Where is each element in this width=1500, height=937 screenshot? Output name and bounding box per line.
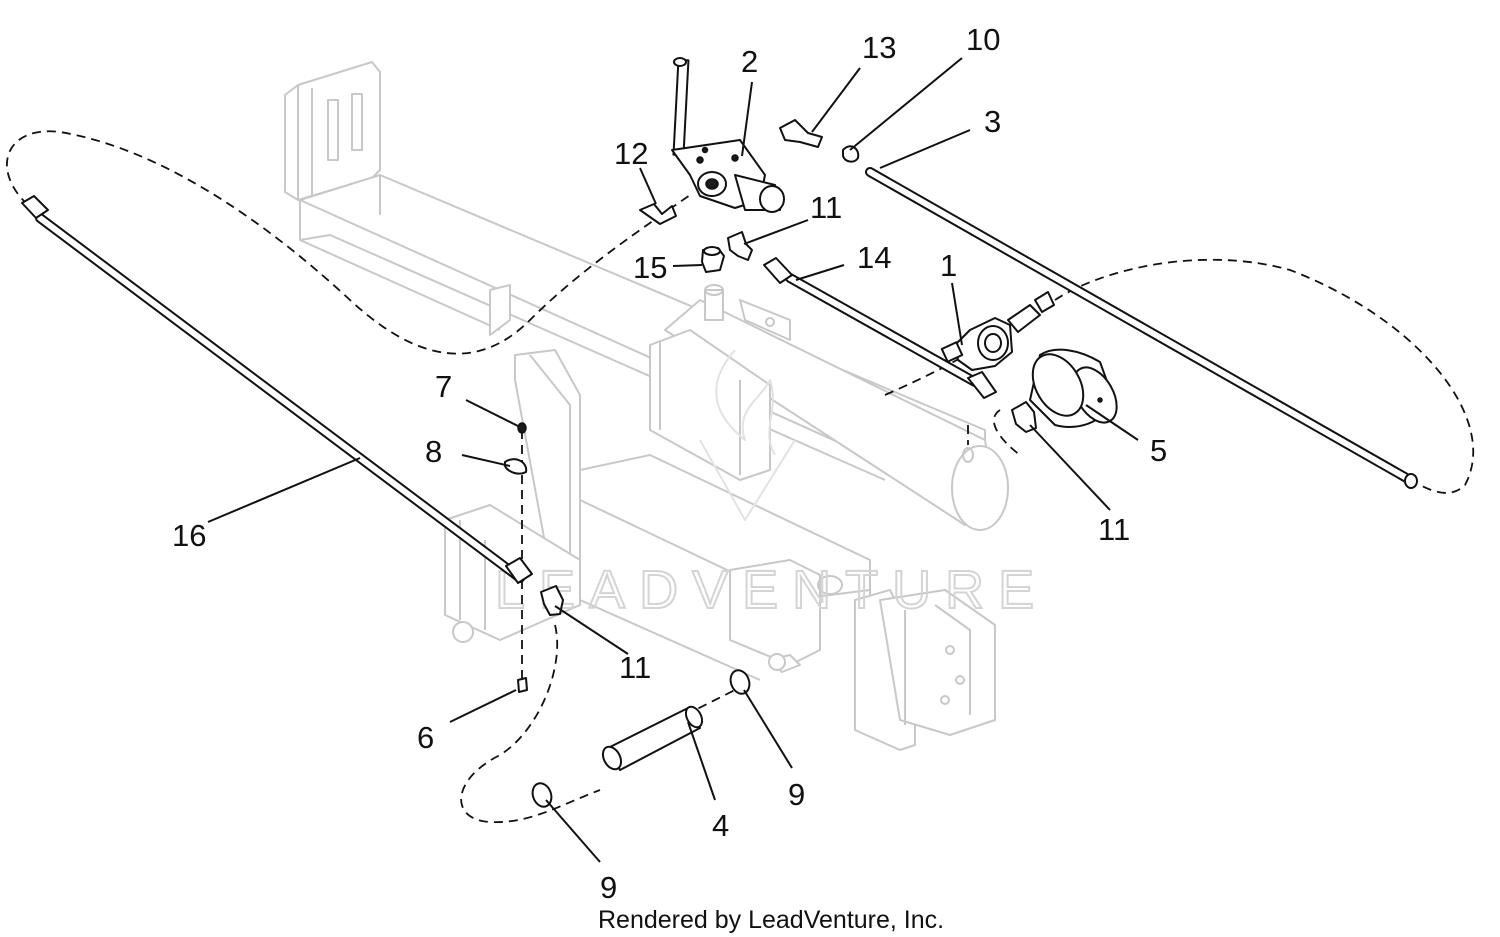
- pump: [940, 291, 1055, 371]
- callout-7: 7: [435, 369, 452, 404]
- fittings: [504, 119, 1037, 693]
- callout-1: 1: [940, 248, 957, 283]
- callout-3: 3: [984, 104, 1001, 139]
- callout-11-right: 11: [1098, 512, 1130, 547]
- callout-11-lower: 11: [619, 650, 651, 685]
- clamps: [531, 669, 751, 808]
- callout-13: 13: [862, 30, 896, 65]
- leader-lines: [207, 57, 1139, 863]
- callout-6: 6: [417, 720, 434, 755]
- callout-10: 10: [966, 22, 1000, 57]
- callout-2: 2: [741, 44, 758, 79]
- callout-labels: 2 13 10 3 12 11 15 14 1 5 11 7 8 16 11 6…: [172, 22, 1167, 905]
- control-valve: [671, 57, 785, 213]
- callout-4: 4: [712, 808, 729, 843]
- watermark: LEADVENTURE: [495, 560, 1048, 620]
- callout-5: 5: [1150, 433, 1167, 468]
- callout-9-left: 9: [600, 870, 617, 905]
- callout-9-right: 9: [788, 777, 805, 812]
- callout-14: 14: [857, 240, 891, 275]
- tube: [601, 705, 704, 771]
- callout-15: 15: [633, 250, 667, 285]
- footer-credit: Rendered by LeadVenture, Inc.: [598, 906, 944, 934]
- splitter-frame: [284, 61, 1009, 751]
- callout-16: 16: [172, 518, 206, 553]
- callout-12: 12: [614, 136, 648, 171]
- hoses: [21, 167, 1418, 584]
- callout-8: 8: [425, 434, 442, 469]
- filter: [1029, 348, 1118, 428]
- callout-11-upper: 11: [810, 190, 842, 225]
